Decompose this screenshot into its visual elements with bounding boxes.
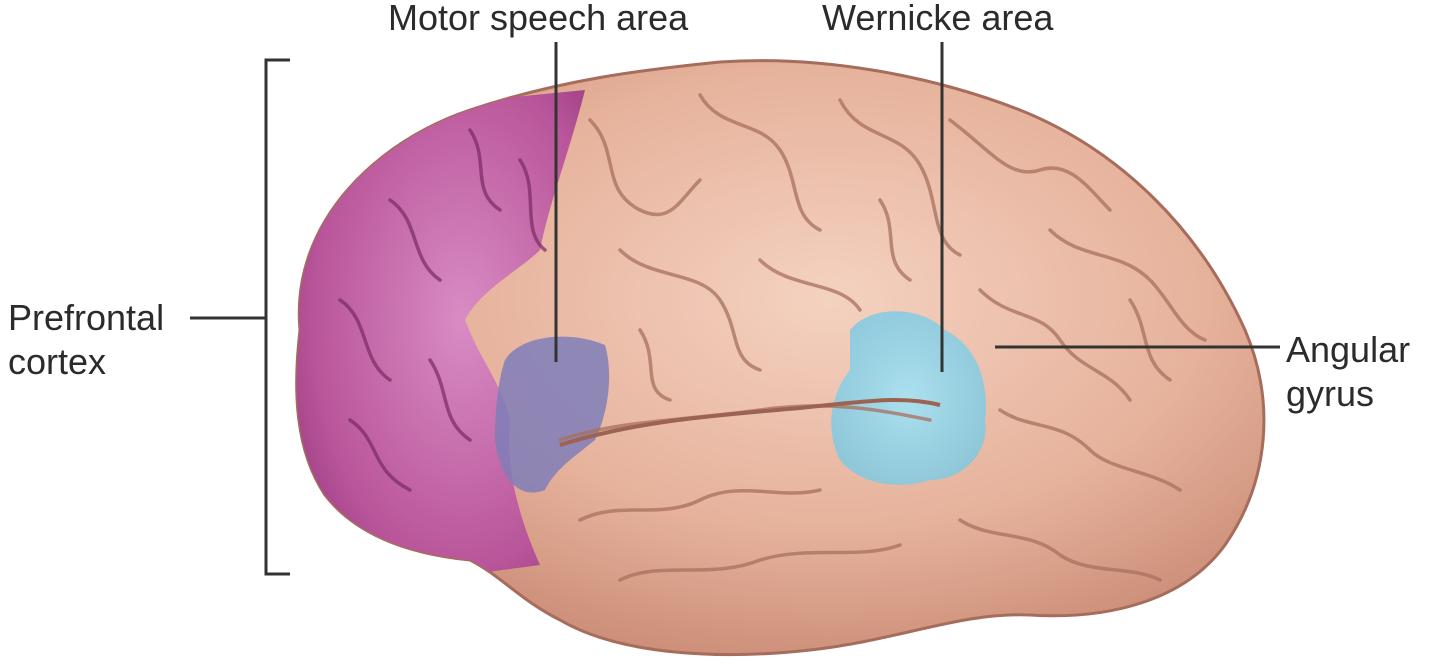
angular-label-line-2: gyrus	[1286, 373, 1375, 414]
wernicke-area-label: Wernicke area	[822, 0, 1054, 38]
prefrontal-label-line-2: cortex	[8, 341, 107, 382]
angular-label-line-1: Angular	[1286, 329, 1411, 370]
prefrontal-label-line-1: Prefrontal	[8, 297, 165, 338]
prefrontal-bracket	[264, 58, 290, 576]
prefrontal-cortex-label: Prefrontal cortex	[8, 296, 164, 384]
motor-speech-highlight	[495, 336, 610, 493]
motor-speech-area-label: Motor speech area	[388, 0, 689, 38]
prefrontal-sulci	[338, 128, 547, 492]
angular-gyrus-label: Angular gyrus	[1286, 328, 1410, 416]
lateral-fissure	[559, 398, 941, 447]
wernicke-highlight	[831, 311, 986, 485]
